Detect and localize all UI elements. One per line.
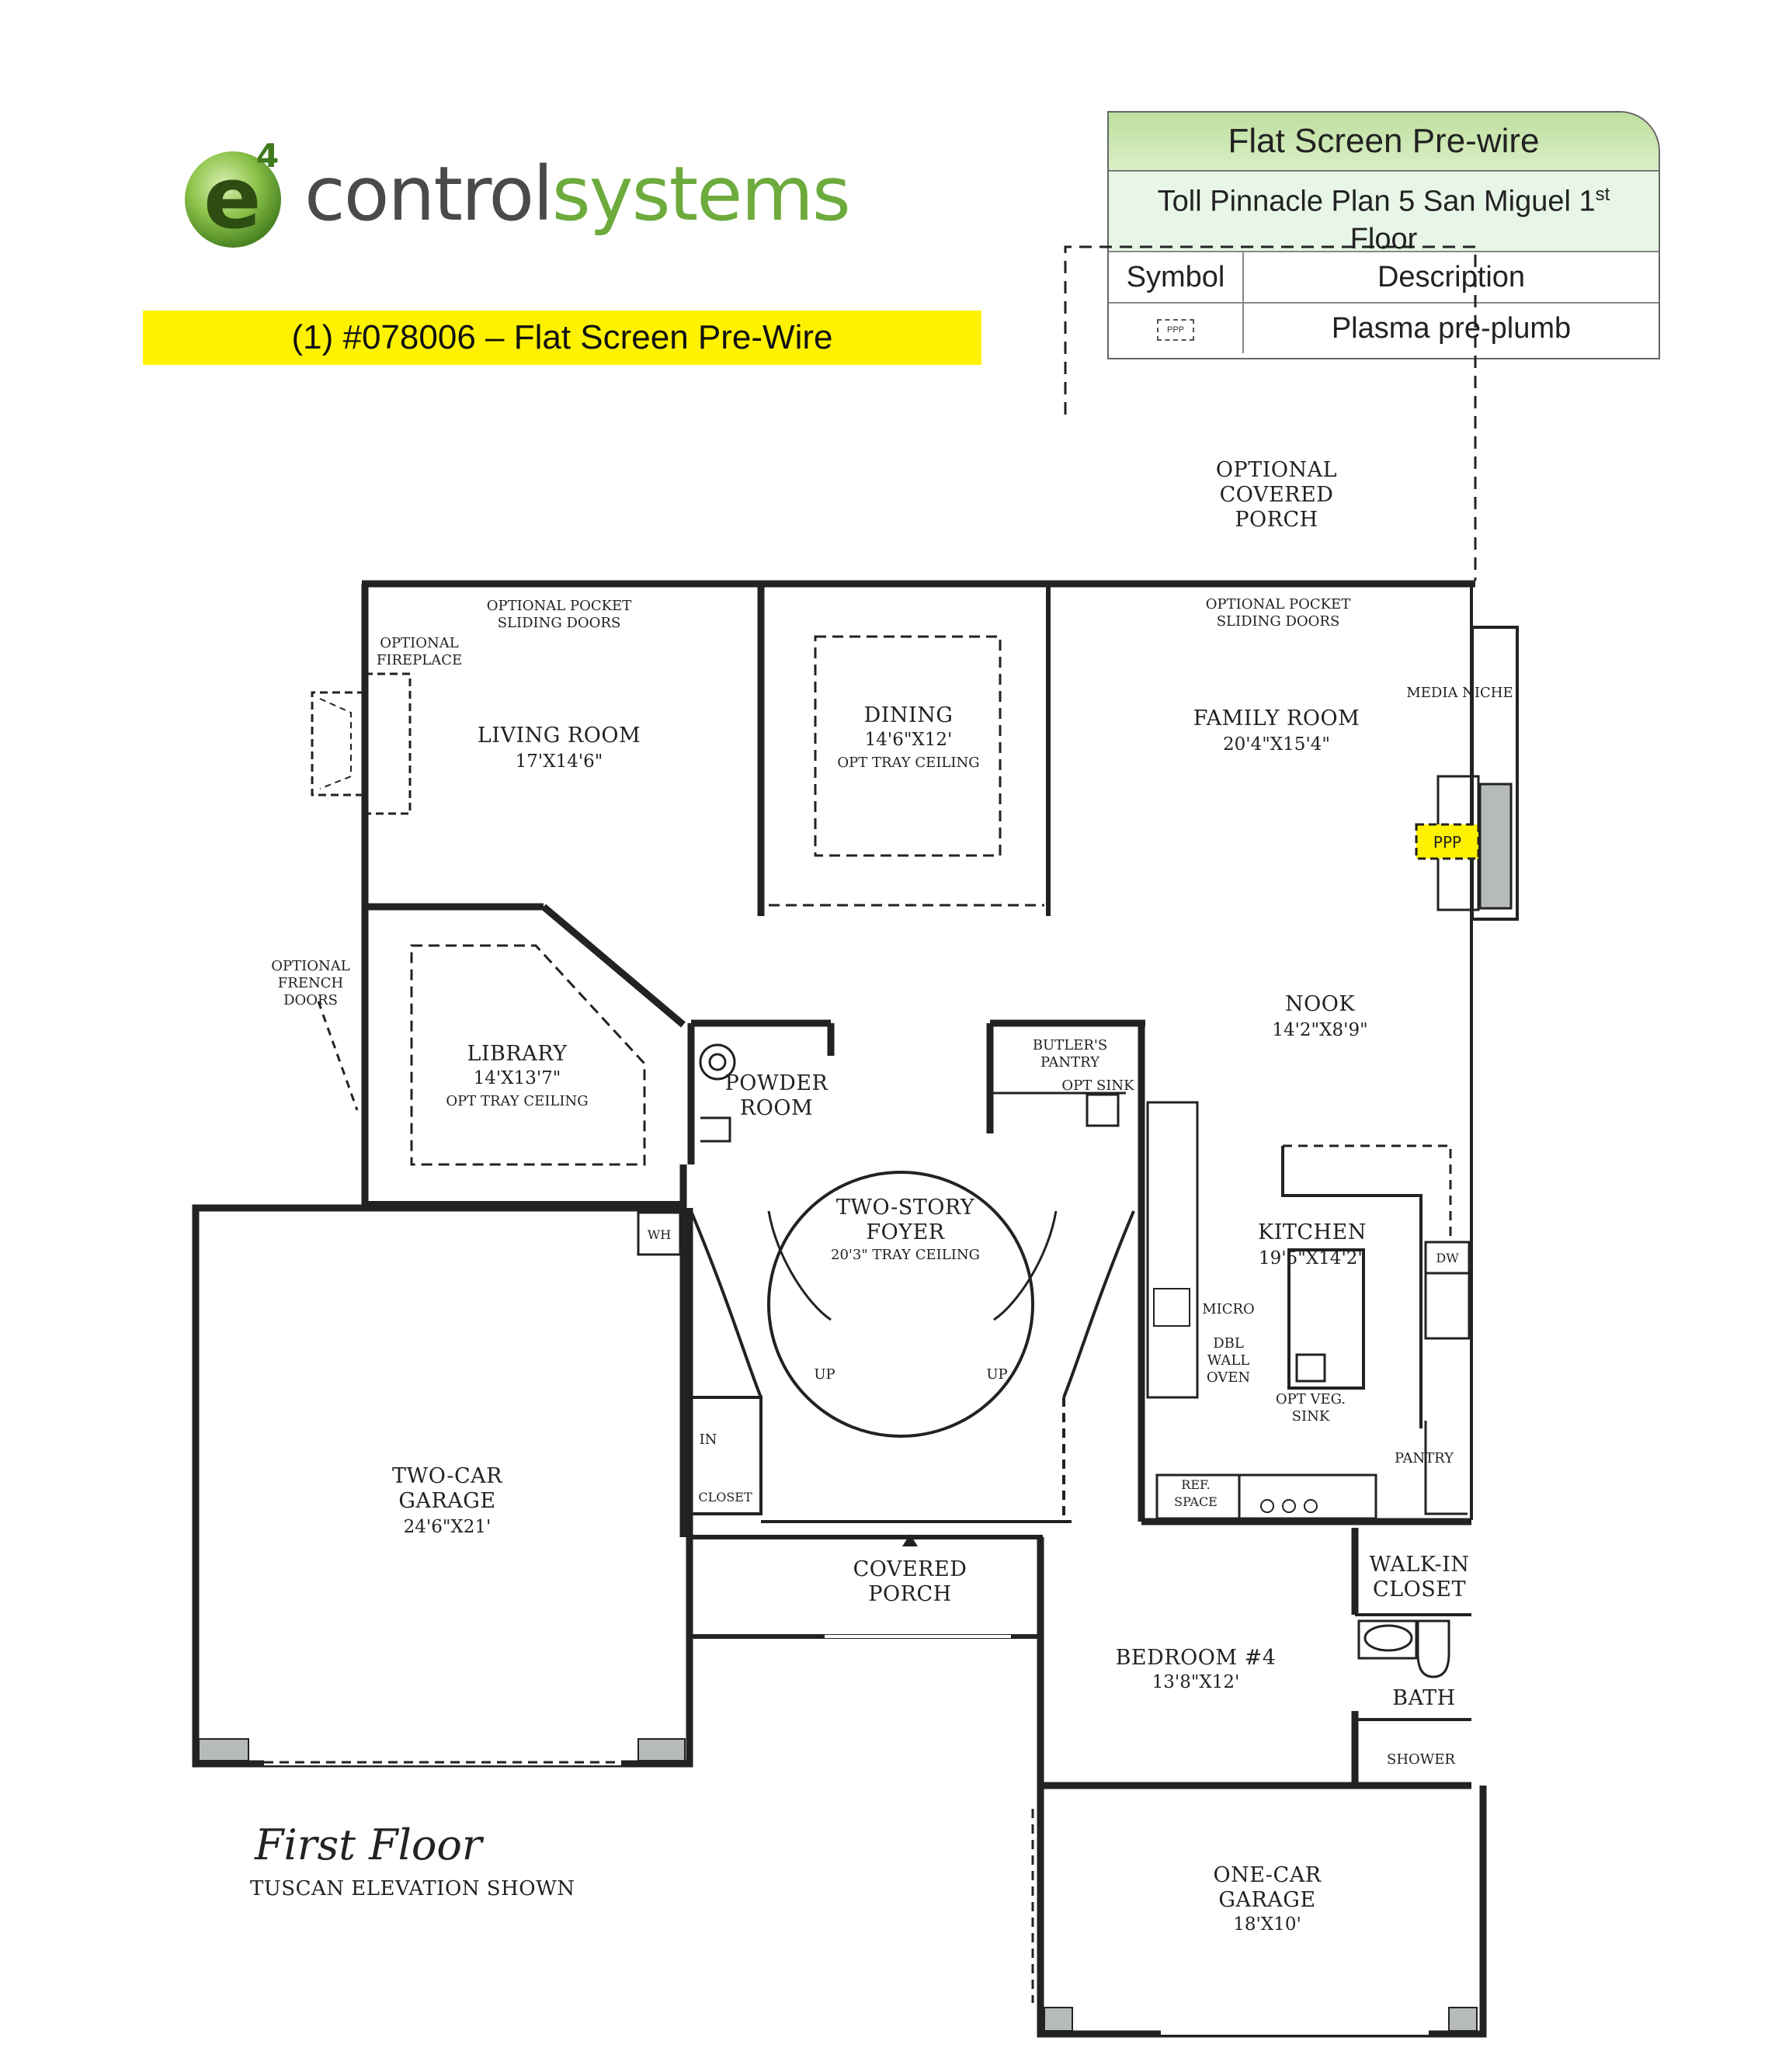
legend-subtitle: Toll Pinnacle Plan 5 San Miguel 1st Floo… xyxy=(1109,172,1659,255)
wall-oven-label-2: WALL xyxy=(1207,1352,1250,1369)
family-room-name: FAMILY ROOM xyxy=(1193,706,1360,731)
optional-covered-porch-label-3: PORCH xyxy=(1235,508,1318,532)
dining-note: OPT TRAY CEILING xyxy=(837,755,979,771)
optional-fireplace-1: OPTIONAL xyxy=(380,635,458,651)
bath-label: BATH xyxy=(1392,1686,1455,1710)
legend-subtitle-floor: Floor xyxy=(1350,222,1418,255)
powder-toilet-icon xyxy=(699,1043,736,1143)
legend-header-symbol: Symbol xyxy=(1109,252,1244,302)
walk-in-closet-1: WALK-IN xyxy=(1370,1553,1470,1577)
micro-label: MICRO xyxy=(1202,1301,1255,1317)
french-doors-1: OPTIONAL xyxy=(271,958,349,974)
pocket-doors-right-1: OPTIONAL POCKET xyxy=(1206,596,1350,613)
company-logo: e 4 controlsystems xyxy=(180,136,879,252)
bedroom4-name: BEDROOM #4 xyxy=(1116,1646,1277,1670)
closet-label: CLOSET xyxy=(698,1490,752,1505)
foyer-note: 20'3" TRAY CEILING xyxy=(831,1247,980,1263)
ppp-symbol-icon: PPP xyxy=(1157,318,1194,341)
kitchen-dims: 19'5"X14'2" xyxy=(1259,1248,1366,1269)
logo-word-systems: systems xyxy=(551,151,851,238)
e4-logo-mark: e 4 xyxy=(185,137,281,248)
optional-covered-porch-label-2: COVERED xyxy=(1220,483,1334,507)
two-car-garage-name-2: GARAGE xyxy=(398,1489,495,1513)
stair-up-left: UP xyxy=(814,1366,835,1383)
nook-name: NOOK xyxy=(1285,992,1355,1016)
living-room-dims: 17'X14'6" xyxy=(516,751,603,772)
pocket-doors-left-1: OPTIONAL POCKET xyxy=(487,598,631,614)
logo-word-control: control xyxy=(304,151,554,238)
ppp-marker-label: PPP xyxy=(1433,833,1461,852)
powder-room-1: POWDER xyxy=(725,1071,828,1095)
french-doors-3: DOORS xyxy=(283,992,338,1008)
optional-covered-porch-label-1: OPTIONAL xyxy=(1216,458,1337,482)
two-car-garage-dims: 24'6"X21' xyxy=(404,1517,492,1537)
entry-in-label: IN xyxy=(700,1432,717,1448)
floor-title: First Floor xyxy=(255,1820,482,1869)
pocket-doors-right-2: SLIDING DOORS xyxy=(1217,613,1340,630)
butlers-pantry-1: BUTLER'S xyxy=(1033,1037,1107,1053)
logo-mark-letter: e xyxy=(203,148,262,248)
legend-header-description: Description xyxy=(1377,261,1526,293)
living-room-name: LIVING ROOM xyxy=(478,724,641,748)
library-note: OPT TRAY CEILING xyxy=(446,1093,588,1109)
foyer-name-1: TWO-STORY xyxy=(836,1196,975,1220)
stair-up-right: UP xyxy=(986,1366,1007,1383)
veg-sink-label-1: OPT VEG. xyxy=(1276,1391,1346,1407)
legend-subtitle-text: Toll Pinnacle Plan 5 San Miguel 1 xyxy=(1157,185,1596,218)
opt-sink-label: OPT SINK xyxy=(1061,1078,1134,1094)
dining-name: DINING xyxy=(864,703,954,727)
dining-dims: 14'6"X12' xyxy=(865,730,953,750)
family-room-dims: 20'4"X15'4" xyxy=(1223,734,1330,755)
wall-oven-label-3: OVEN xyxy=(1207,1369,1250,1386)
shower-label: SHOWER xyxy=(1387,1751,1455,1768)
two-car-garage-name-1: TWO-CAR xyxy=(392,1464,502,1488)
legend-title: Flat Screen Pre-wire xyxy=(1109,113,1659,172)
nook-dims: 14'2"X8'9" xyxy=(1272,1020,1367,1040)
logo-mark-superscript: 4 xyxy=(256,137,279,175)
legend-header-row: Symbol Description xyxy=(1109,252,1659,304)
powder-room-2: ROOM xyxy=(740,1096,813,1120)
kitchen-name: KITCHEN xyxy=(1258,1220,1367,1244)
ref-space-label-1: REF. xyxy=(1181,1477,1210,1492)
bedroom4-dims: 13'8"X12' xyxy=(1152,1672,1240,1692)
dishwasher-label: DW xyxy=(1436,1251,1459,1265)
entry-arrow-icon xyxy=(902,1534,918,1546)
one-car-garage-name-1: ONE-CAR xyxy=(1213,1863,1321,1887)
logo-wordmark: controlsystems xyxy=(304,151,851,238)
covered-porch-1: COVERED xyxy=(853,1557,967,1581)
legend-symbol-cell: PPP xyxy=(1109,304,1244,353)
legend-subtitle-sup: st xyxy=(1595,184,1610,205)
butlers-pantry-2: PANTRY xyxy=(1040,1054,1100,1071)
one-car-garage-dims: 18'X10' xyxy=(1233,1914,1301,1935)
pantry-label: PANTRY xyxy=(1395,1450,1454,1466)
veg-sink-label-2: SINK xyxy=(1292,1408,1330,1425)
legend-description-cell: Plasma pre-plumb xyxy=(1331,312,1572,345)
ppp-marker: PPP xyxy=(1415,823,1480,860)
legend-data-row: PPP Plasma pre-plumb xyxy=(1109,304,1659,353)
legend-table: Flat Screen Pre-wire Toll Pinnacle Plan … xyxy=(1107,111,1660,359)
media-niche-label: MEDIA NICHE xyxy=(1406,685,1513,701)
wall-oven-label-1: DBL xyxy=(1213,1335,1244,1352)
walk-in-closet-2: CLOSET xyxy=(1373,1577,1466,1602)
pocket-doors-left-2: SLIDING DOORS xyxy=(498,615,621,631)
french-doors-2: FRENCH xyxy=(278,975,343,991)
foyer-name-2: FOYER xyxy=(866,1220,944,1244)
one-car-garage-name-2: GARAGE xyxy=(1218,1888,1315,1912)
product-banner: (1) #078006 – Flat Screen Pre-Wire xyxy=(143,311,981,365)
library-dims: 14'X13'7" xyxy=(474,1068,561,1088)
floor-subtitle: TUSCAN ELEVATION SHOWN xyxy=(250,1877,575,1900)
water-heater-label: WH xyxy=(648,1227,671,1242)
covered-porch-2: PORCH xyxy=(868,1582,951,1606)
ref-space-label-2: SPACE xyxy=(1174,1494,1218,1509)
optional-fireplace-2: FIREPLACE xyxy=(377,652,462,668)
library-name: LIBRARY xyxy=(467,1042,568,1066)
